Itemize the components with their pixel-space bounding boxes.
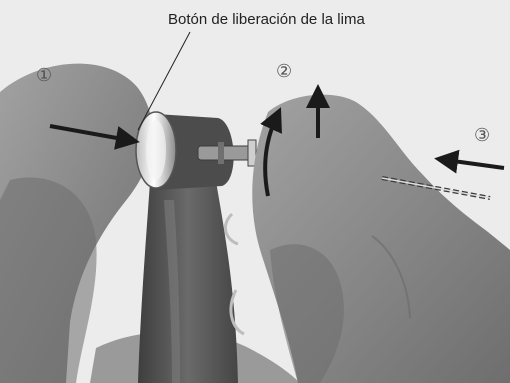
release-button-label: Botón de liberación de la lima (168, 11, 365, 28)
left-finger-shadow (0, 178, 97, 383)
step-2-marker: ② (276, 62, 292, 80)
step-1-marker: ① (36, 66, 52, 84)
file-shank (198, 146, 254, 160)
step-3-marker: ③ (474, 126, 490, 144)
handpiece-shaft (138, 170, 238, 383)
arrow-insert (446, 160, 504, 168)
